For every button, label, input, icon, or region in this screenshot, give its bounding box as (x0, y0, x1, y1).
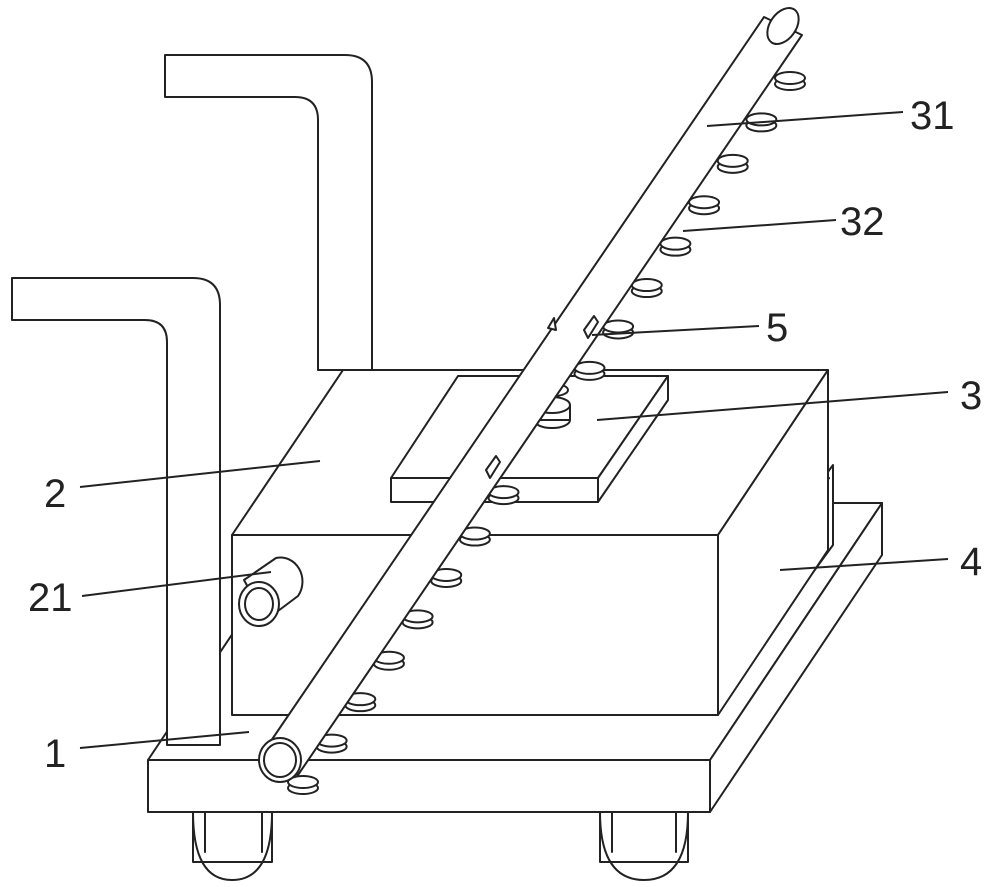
spray-pipe (258, 6, 803, 783)
nozzle-disc (774, 71, 806, 91)
label-clip: 5 (766, 306, 789, 350)
label-side-unit: 4 (960, 540, 983, 584)
nozzle-disc (630, 278, 663, 299)
nozzle-disc (430, 567, 463, 588)
nozzle-disc (716, 153, 749, 174)
label-spray-pipe: 31 (910, 94, 955, 138)
rear-left-wheel (192, 811, 273, 881)
label-base: 1 (44, 732, 67, 776)
nozzle-disc (573, 360, 606, 381)
rear-right-wheel (599, 811, 689, 881)
label-port: 21 (28, 576, 73, 620)
rear-handle (164, 54, 373, 371)
nozzle-disc (602, 319, 635, 340)
nozzle-disc (287, 775, 319, 795)
top-plate (390, 375, 669, 503)
leader-lines (79, 111, 949, 749)
label-plate: 3 (960, 374, 983, 418)
label-tank: 2 (44, 472, 67, 516)
pipe-clip (485, 315, 599, 479)
front-handle (11, 277, 221, 746)
nozzle-disc (372, 650, 405, 671)
nozzle-row (287, 71, 806, 795)
nozzle-disc (688, 195, 721, 216)
nozzle-disc (659, 236, 692, 257)
label-nozzle: 32 (840, 200, 885, 244)
